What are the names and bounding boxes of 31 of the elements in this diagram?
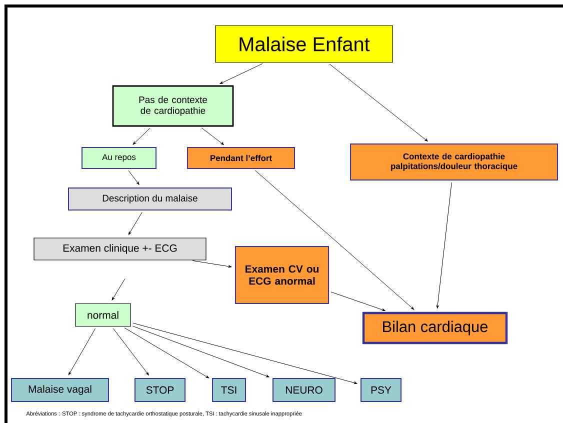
arrow	[128, 170, 140, 185]
arrow	[132, 128, 150, 145]
title-box: Malaise Enfant	[215, 25, 393, 63]
arrow	[132, 322, 358, 384]
context-box: Pas de contexte de cardiopathie	[112, 85, 234, 127]
arrow	[112, 328, 149, 376]
arrow	[254, 170, 414, 310]
diagnosis-box: PSY	[360, 378, 402, 402]
arrow	[128, 212, 142, 235]
arrow	[436, 182, 452, 308]
diagnosis-box: STOP	[134, 378, 186, 402]
arrow	[201, 128, 224, 145]
condition-box: Pendant l’effort	[187, 147, 295, 169]
result-box: normal	[75, 303, 131, 327]
step-box: Description du malaise	[68, 188, 232, 210]
arrow	[192, 260, 232, 268]
arrow	[68, 328, 96, 376]
arrow	[132, 326, 270, 378]
condition-box: Au repos	[82, 147, 156, 169]
arrow	[330, 292, 386, 311]
arrow	[112, 278, 126, 300]
outcome-box: Bilan cardiaque	[362, 312, 508, 344]
diagnosis-box: NEURO	[272, 378, 336, 402]
context-box: Contexte de cardiopathie palpitations/douleur thoracique	[350, 144, 558, 180]
arrow	[220, 63, 263, 84]
result-box: Examen CV ou ECG anormal	[235, 246, 329, 304]
diagnosis-box: Malaise vagal	[11, 378, 109, 402]
diagnosis-box: TSI	[212, 378, 246, 402]
step-box: Examen clinique +- ECG	[34, 238, 206, 260]
arrow	[329, 64, 428, 142]
arrow	[124, 328, 210, 378]
